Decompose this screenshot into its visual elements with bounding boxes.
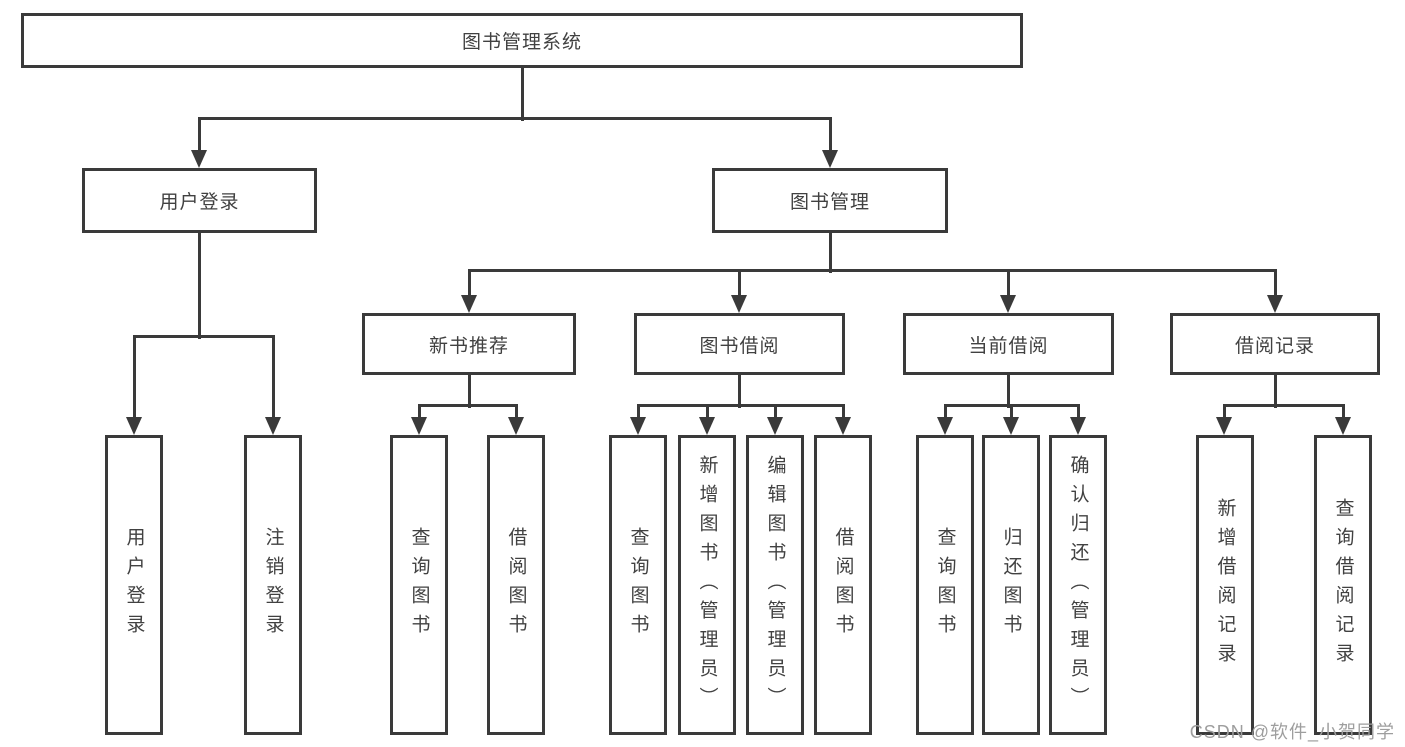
connector-vline [272, 336, 275, 421]
node-root: 图书管理系统 [21, 13, 1023, 68]
connector-vline [1342, 405, 1345, 421]
connector-hline [198, 117, 832, 120]
arrow-down-icon [508, 417, 524, 435]
connector-vline [738, 270, 741, 299]
leaf-add-borrow-record-label: 新增借阅记录 [1214, 498, 1236, 672]
connector-hline [1223, 404, 1345, 407]
leaf-borrow-books-recommend-label: 借阅图书 [505, 527, 527, 643]
arrow-down-icon [1267, 295, 1283, 313]
connector-vline [521, 68, 524, 121]
connector-vline [133, 336, 136, 421]
leaf-logout: 注销登录 [244, 435, 302, 735]
node-user-login: 用户登录 [82, 168, 317, 233]
connector-hline [468, 269, 1277, 272]
arrow-down-icon [822, 150, 838, 168]
connector-vline [829, 233, 832, 273]
leaf-return-books-label: 归还图书 [1000, 527, 1022, 643]
leaf-query-books-borrow: 查询图书 [609, 435, 667, 735]
connector-vline [829, 118, 832, 154]
node-borrow-records: 借阅记录 [1170, 313, 1380, 375]
leaf-edit-book-admin-label: 编辑图书（管理员） [764, 454, 786, 716]
leaf-return-books: 归还图书 [982, 435, 1040, 735]
arrow-down-icon [126, 417, 142, 435]
arrow-down-icon [1216, 417, 1232, 435]
connector-vline [1223, 405, 1226, 421]
watermark: CSDN @软件_小贺同学 [1189, 722, 1395, 742]
leaf-query-books-recommend: 查询图书 [390, 435, 448, 735]
node-book-management: 图书管理 [712, 168, 948, 233]
connector-vline [738, 375, 741, 408]
arrow-down-icon [411, 417, 427, 435]
connector-vline [198, 233, 201, 339]
leaf-confirm-return-admin: 确认归还（管理员） [1049, 435, 1107, 735]
leaf-query-borrow-record: 查询借阅记录 [1314, 435, 1372, 735]
leaf-query-borrow-record-label: 查询借阅记录 [1332, 498, 1354, 672]
node-current-borrow-label: 当前借阅 [968, 335, 1049, 357]
connector-hline [133, 335, 275, 338]
leaf-user-login-label: 用户登录 [123, 527, 145, 643]
connector-vline [944, 405, 947, 421]
connector-hline [418, 404, 518, 407]
node-root-label: 图书管理系统 [461, 32, 582, 53]
connector-vline [1077, 405, 1080, 421]
node-current-borrow: 当前借阅 [903, 313, 1114, 375]
leaf-add-book-admin-label: 新增图书（管理员） [696, 454, 718, 716]
arrow-down-icon [630, 417, 646, 435]
leaf-query-books-current-label: 查询图书 [934, 527, 956, 643]
leaf-query-books-borrow-label: 查询图书 [627, 527, 649, 643]
connector-vline [637, 405, 640, 421]
connector-vline [1010, 405, 1013, 421]
arrow-down-icon [767, 417, 783, 435]
leaf-add-book-admin: 新增图书（管理员） [678, 435, 736, 735]
connector-hline [637, 404, 845, 407]
node-new-book-recommend-label: 新书推荐 [428, 335, 509, 357]
node-book-management-label: 图书管理 [789, 192, 870, 213]
leaf-borrow-books-label: 借阅图书 [832, 527, 854, 643]
connector-vline [468, 270, 471, 299]
leaf-confirm-return-admin-label: 确认归还（管理员） [1067, 454, 1089, 716]
leaf-user-login: 用户登录 [105, 435, 163, 735]
connector-vline [418, 405, 421, 421]
arrow-down-icon [461, 295, 477, 313]
node-book-borrow-label: 图书借阅 [699, 335, 780, 357]
node-user-login-label: 用户登录 [159, 192, 240, 213]
connector-vline [1007, 270, 1010, 299]
arrow-down-icon [937, 417, 953, 435]
arrow-down-icon [699, 417, 715, 435]
arrow-down-icon [1003, 417, 1019, 435]
leaf-logout-label: 注销登录 [262, 527, 284, 643]
arrow-down-icon [1335, 417, 1351, 435]
arrow-down-icon [191, 150, 207, 168]
leaf-query-books-recommend-label: 查询图书 [408, 527, 430, 643]
connector-vline [468, 375, 471, 408]
connector-vline [706, 405, 709, 421]
arrow-down-icon [1000, 295, 1016, 313]
leaf-edit-book-admin: 编辑图书（管理员） [746, 435, 804, 735]
node-borrow-records-label: 借阅记录 [1234, 335, 1315, 357]
arrow-down-icon [265, 417, 281, 435]
connector-vline [198, 118, 201, 154]
arrow-down-icon [731, 295, 747, 313]
node-book-borrow: 图书借阅 [634, 313, 845, 375]
connector-vline [515, 405, 518, 421]
leaf-borrow-books: 借阅图书 [814, 435, 872, 735]
connector-vline [774, 405, 777, 421]
connector-vline [1274, 270, 1277, 299]
connector-hline [944, 404, 1080, 407]
leaf-add-borrow-record: 新增借阅记录 [1196, 435, 1254, 735]
leaf-borrow-books-recommend: 借阅图书 [487, 435, 545, 735]
connector-vline [842, 405, 845, 421]
node-new-book-recommend: 新书推荐 [362, 313, 576, 375]
leaf-query-books-current: 查询图书 [916, 435, 974, 735]
arrow-down-icon [1070, 417, 1086, 435]
arrow-down-icon [835, 417, 851, 435]
connector-vline [1274, 375, 1277, 408]
connector-vline [1007, 375, 1010, 408]
